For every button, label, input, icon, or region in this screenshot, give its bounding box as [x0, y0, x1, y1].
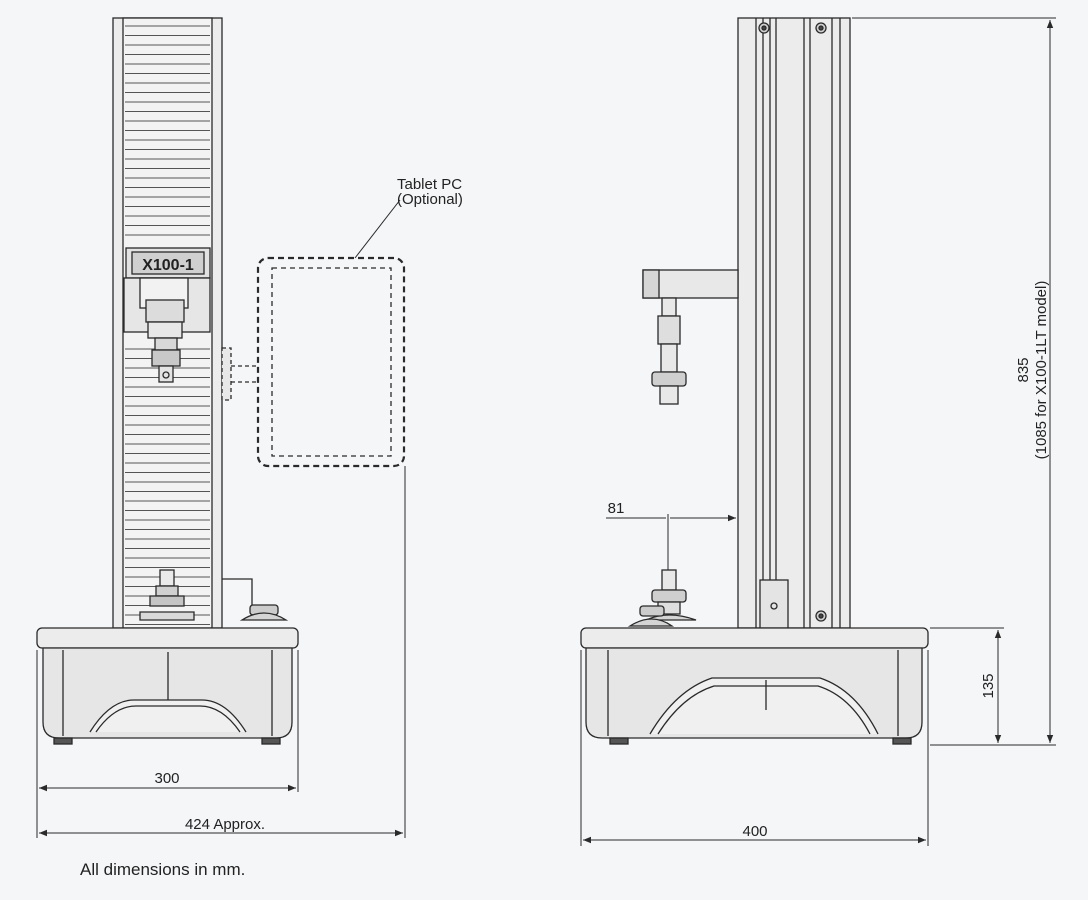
lower-grip — [159, 569, 175, 587]
model-label: X100-1 — [142, 257, 194, 274]
upper-grip — [661, 297, 677, 317]
dim-total-height-alt: (1085 for X100-1LT model) — [1033, 281, 1050, 460]
side-lower-grip — [661, 569, 677, 591]
side-base-top — [580, 627, 929, 649]
callout-line2: (Optional) — [397, 191, 463, 208]
dim-base-depth-side: 400 — [742, 823, 767, 840]
dim-overall-width: 424 Approx. — [185, 816, 265, 833]
side-column — [737, 17, 851, 629]
control-knob — [222, 578, 253, 606]
tablet-pc-outline — [256, 256, 406, 468]
front-dimensions — [36, 199, 406, 838]
dim-total-height: 835 — [1015, 357, 1032, 382]
callout-line1: Tablet PC — [397, 176, 462, 193]
dim-base-height: 135 — [980, 673, 997, 698]
footnote: All dimensions in mm. — [80, 860, 246, 879]
tablet-pc-screen — [271, 267, 392, 457]
dim-arm-offset: 81 — [608, 500, 625, 517]
limit-block — [759, 579, 789, 629]
side-view — [580, 17, 929, 745]
side-dimensions — [580, 17, 1056, 846]
front-view: X100-1 — [36, 17, 406, 745]
side-knob — [639, 605, 665, 617]
front-base-top — [36, 627, 299, 649]
tablet-bracket — [221, 347, 232, 401]
dim-base-width-front: 300 — [154, 770, 179, 787]
